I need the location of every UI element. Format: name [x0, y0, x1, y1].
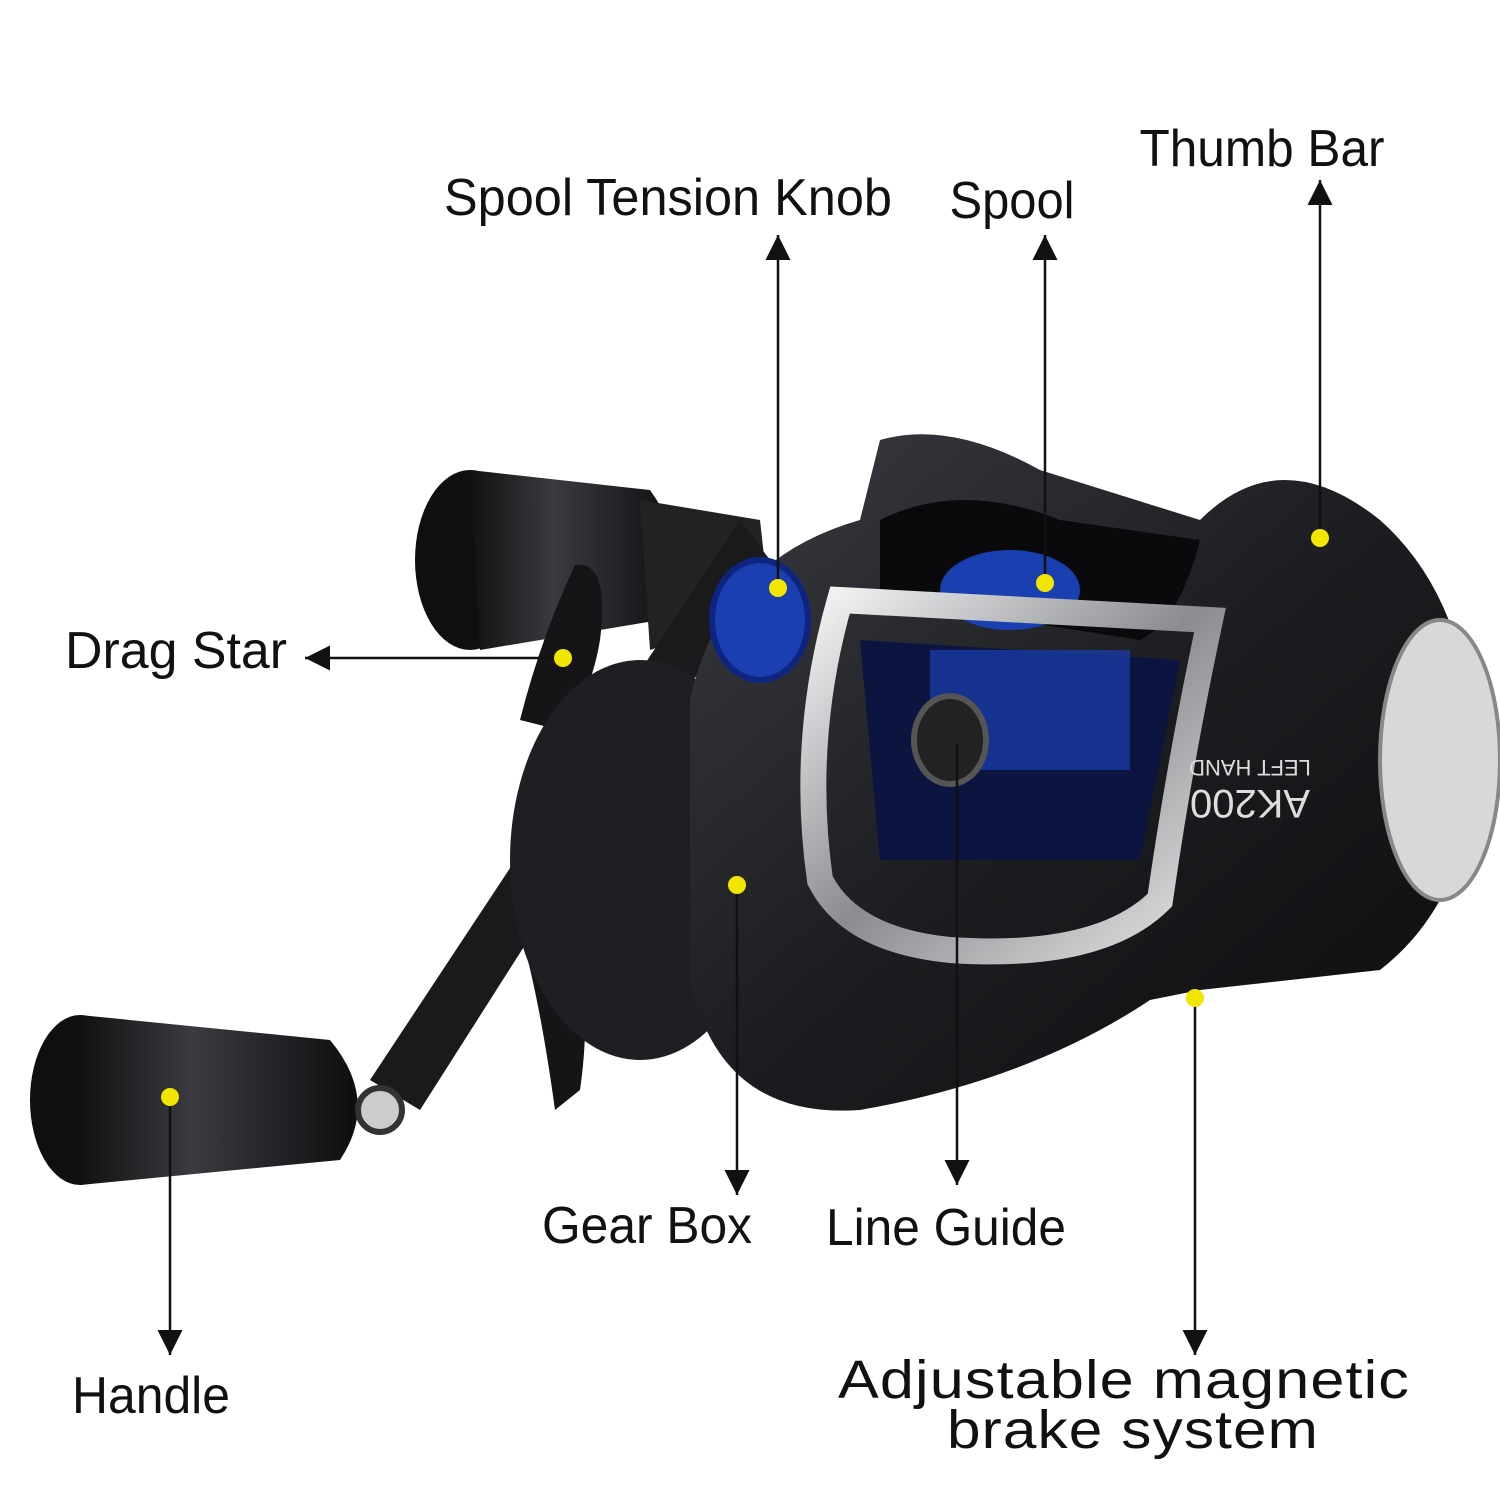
marker-dot-spool	[1036, 574, 1054, 592]
model-marking: AK200 LEFT HAND	[1189, 755, 1311, 825]
marker-dot-spool-tension-knob	[769, 579, 787, 597]
side-text: LEFT HAND	[1189, 755, 1311, 780]
marker-dot-brake	[1186, 989, 1204, 1007]
label-brake-line2: brake system	[947, 1400, 1319, 1460]
side-plate	[1378, 618, 1500, 902]
line-guide-eye	[911, 693, 989, 787]
fishing-reel: AK200 LEFT HAND	[30, 434, 1500, 1185]
marker-dot-handle	[161, 1088, 179, 1106]
label-thumb-bar: Thumb Bar	[1140, 120, 1385, 178]
marker-dot-gear-box	[728, 876, 746, 894]
label-spool: Spool	[950, 172, 1075, 230]
label-drag-star: Drag Star	[65, 622, 287, 680]
leader-lines	[157, 180, 1333, 1355]
marker-dots	[161, 529, 1329, 1106]
handle-knob-bottom	[30, 1015, 405, 1185]
label-gear-box: Gear Box	[542, 1197, 752, 1255]
line-guide-frame	[800, 586, 1226, 965]
spool-tension-knob	[709, 557, 811, 683]
model-text: AK200	[1190, 781, 1310, 825]
label-line-guide: Line Guide	[826, 1199, 1066, 1257]
marker-dot-drag-star	[554, 649, 572, 667]
label-brake-line1: Adjustable magnetic	[838, 1350, 1410, 1410]
label-spool-tension-knob: Spool Tension Knob	[444, 169, 892, 227]
label-handle: Handle	[72, 1367, 230, 1425]
marker-dot-thumb-bar	[1311, 529, 1329, 547]
